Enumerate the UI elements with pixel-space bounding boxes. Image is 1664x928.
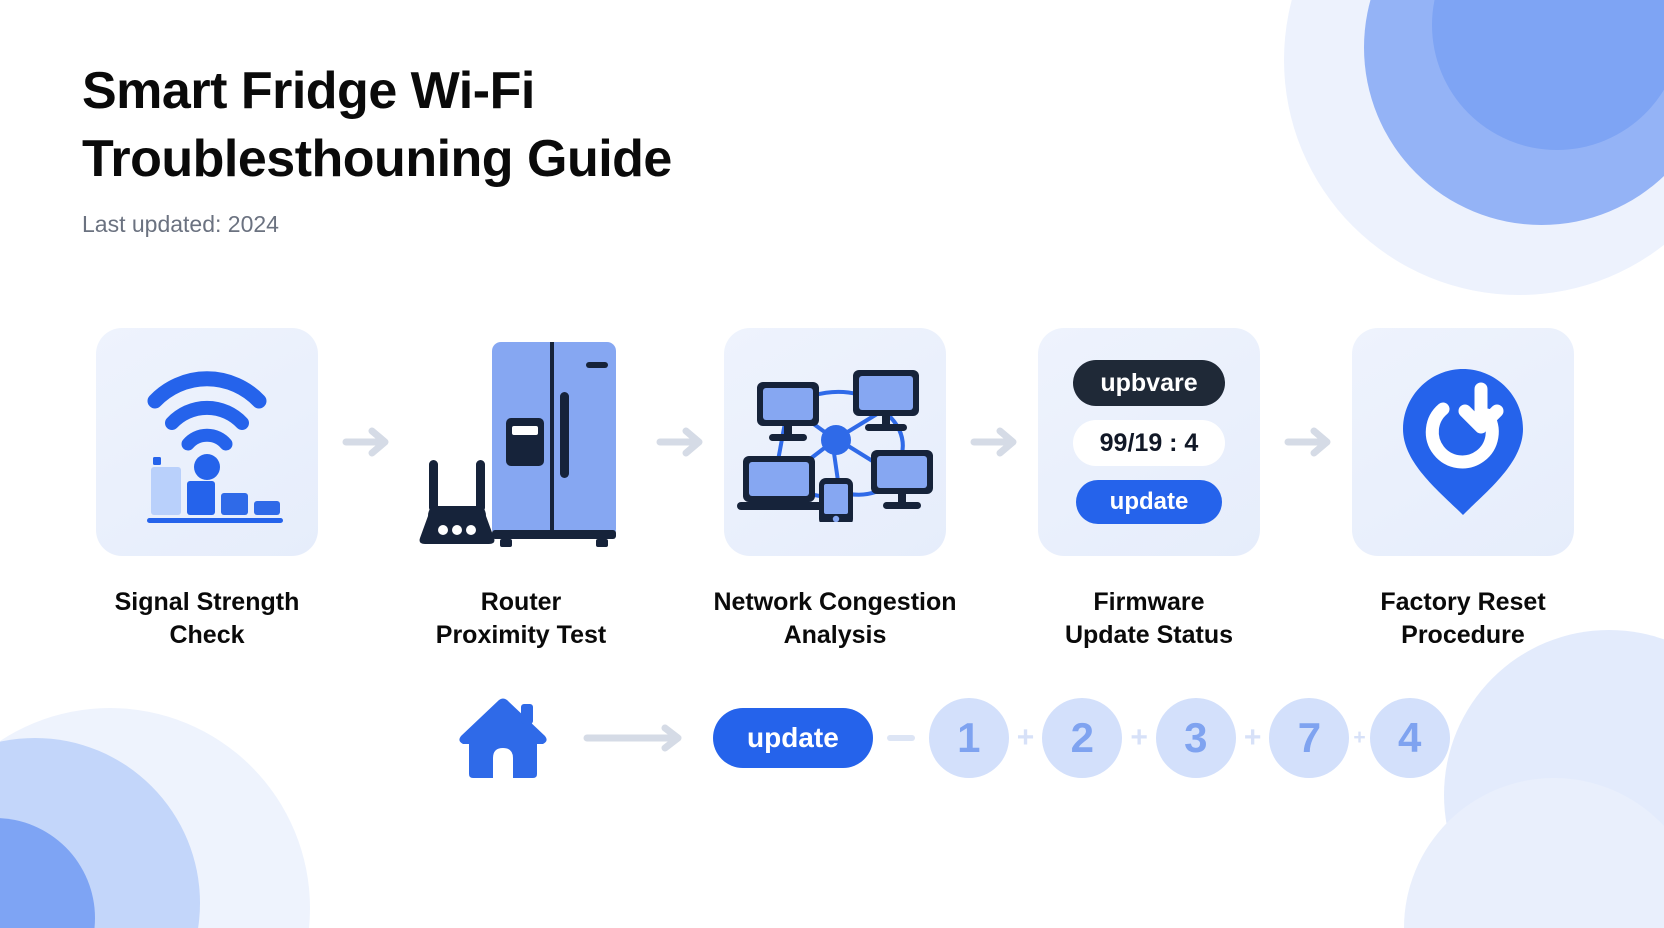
plus-separator-4: + bbox=[1353, 725, 1366, 749]
last-updated-text: Last updated: 2024 bbox=[82, 211, 279, 238]
phone-node bbox=[819, 478, 853, 522]
network-topology-icon bbox=[737, 370, 933, 522]
home-icon[interactable] bbox=[455, 692, 551, 783]
step-card-panel bbox=[410, 328, 632, 556]
step-network-congestion-analysis[interactable]: Network Congestion Analysis bbox=[713, 328, 957, 652]
step-card-panel bbox=[724, 328, 946, 556]
page-title: Smart Fridge Wi-Fi Troublesthouning Guid… bbox=[82, 62, 672, 188]
plus-separator-3: + bbox=[1243, 720, 1262, 754]
step-label: Network Congestion Analysis bbox=[713, 588, 957, 649]
step-number-7[interactable]: 7 bbox=[1269, 697, 1350, 778]
firmware-name-pill: upbvare bbox=[1073, 360, 1225, 406]
fridge-sub-icon bbox=[491, 341, 616, 547]
step-router-proximity-test[interactable]: Router Proximity Test bbox=[410, 328, 640, 652]
fridge-and-router-icon bbox=[419, 341, 616, 547]
plus-separator-2: + bbox=[1130, 720, 1148, 754]
step-number-4[interactable]: 4 bbox=[1369, 697, 1450, 778]
update-button[interactable]: update bbox=[713, 707, 873, 768]
step-firmware-update-status[interactable]: upbvare 99/19 : 4 update Firmware Update… bbox=[1038, 328, 1268, 652]
step-number-1[interactable]: 1 bbox=[928, 697, 1009, 778]
arrow-right-icon-4 bbox=[1268, 328, 1352, 556]
step-label: Signal Strength Check bbox=[114, 588, 300, 649]
troubleshooting-steps-row: Signal Strength Check bbox=[96, 328, 1576, 652]
firmware-version-pill: 99/19 : 4 bbox=[1073, 420, 1225, 466]
header: Smart Fridge Wi-Fi Troublesthouning Guid… bbox=[82, 58, 842, 238]
flow-dash-separator bbox=[886, 734, 915, 741]
monitor-node bbox=[871, 450, 933, 509]
monitor-node bbox=[853, 370, 919, 431]
firmware-update-button[interactable]: update bbox=[1076, 480, 1222, 524]
hub-node bbox=[821, 425, 851, 455]
step-factory-reset-procedure[interactable]: Factory Reset Procedure bbox=[1352, 328, 1582, 652]
bottom-flow-row: update 1 + 2 + 3 + 7 + 4 bbox=[455, 692, 1450, 783]
step-number-3[interactable]: 3 bbox=[1155, 697, 1236, 778]
step-label: Router Proximity Test bbox=[435, 588, 607, 649]
long-arrow-right-icon bbox=[583, 724, 687, 752]
router-sub-icon bbox=[419, 459, 494, 544]
arrow-right-icon-2 bbox=[640, 328, 724, 556]
arrow-right-icon-1 bbox=[326, 328, 410, 556]
step-label: Factory Reset Procedure bbox=[1380, 588, 1546, 649]
step-card-panel bbox=[96, 328, 318, 556]
reset-pin-icon bbox=[1403, 369, 1523, 515]
arrow-right-icon-3 bbox=[954, 328, 1038, 556]
laptop-node bbox=[737, 456, 823, 510]
step-label: Firmware Update Status bbox=[1064, 588, 1234, 649]
step-number-2[interactable]: 2 bbox=[1042, 697, 1123, 778]
step-card-panel bbox=[1352, 328, 1574, 556]
firmware-pills-icon: upbvare 99/19 : 4 update bbox=[1073, 360, 1225, 524]
wifi-signal-bars-icon bbox=[147, 371, 283, 523]
monitor-node bbox=[757, 382, 819, 441]
step-signal-strength-check[interactable]: Signal Strength Check bbox=[96, 328, 326, 652]
step-card-panel: upbvare 99/19 : 4 update bbox=[1038, 328, 1260, 556]
plus-separator-1: + bbox=[1016, 720, 1035, 754]
